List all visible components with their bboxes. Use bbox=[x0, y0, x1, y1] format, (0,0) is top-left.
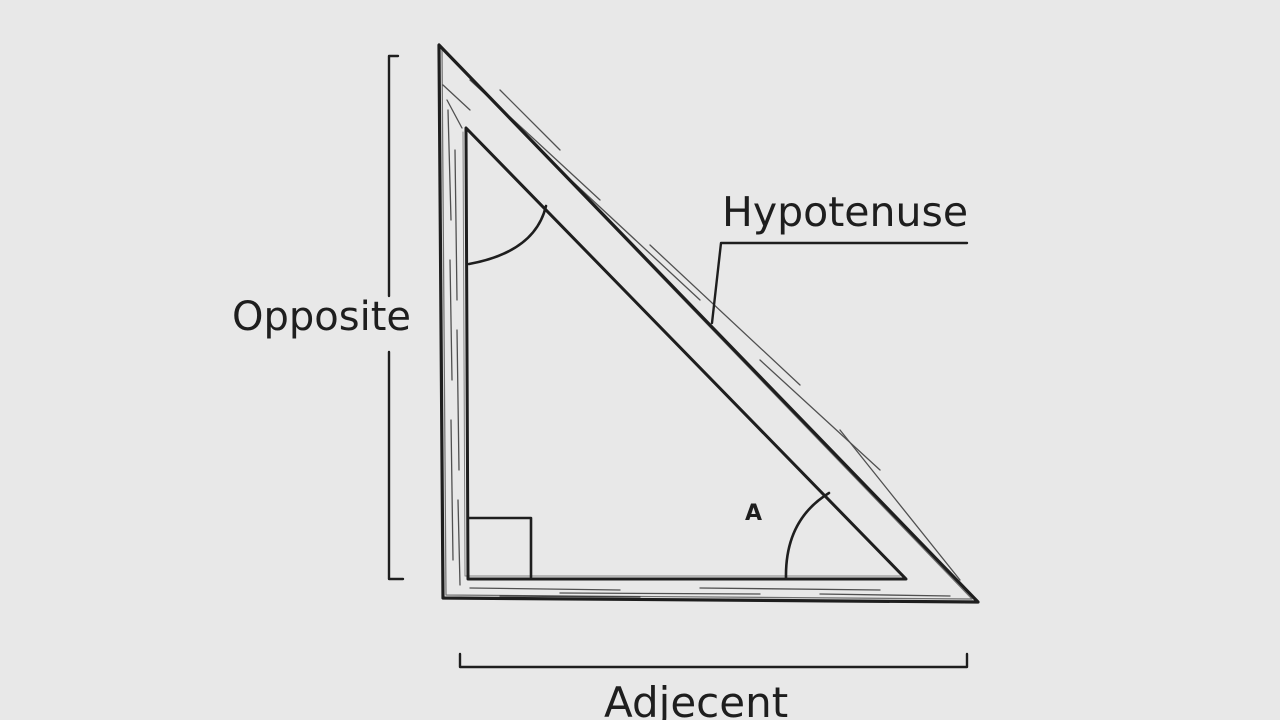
top-angle-arc bbox=[467, 204, 548, 266]
angle-a-label: A bbox=[745, 501, 763, 526]
triangle-inner-frame bbox=[462, 126, 908, 581]
triangle-outer-frame bbox=[437, 43, 980, 604]
right-angle-marker bbox=[467, 516, 533, 579]
adjacent-label: Adjecent bbox=[604, 678, 789, 720]
angle-a-arc bbox=[784, 491, 831, 580]
frame-hatching bbox=[442, 79, 961, 598]
hypotenuse-label: Hypotenuse bbox=[722, 188, 969, 236]
hypotenuse-leader-line bbox=[710, 241, 969, 325]
adjacent-bracket bbox=[458, 652, 969, 669]
opposite-label: Opposite bbox=[232, 294, 411, 340]
opposite-bracket bbox=[387, 54, 405, 581]
